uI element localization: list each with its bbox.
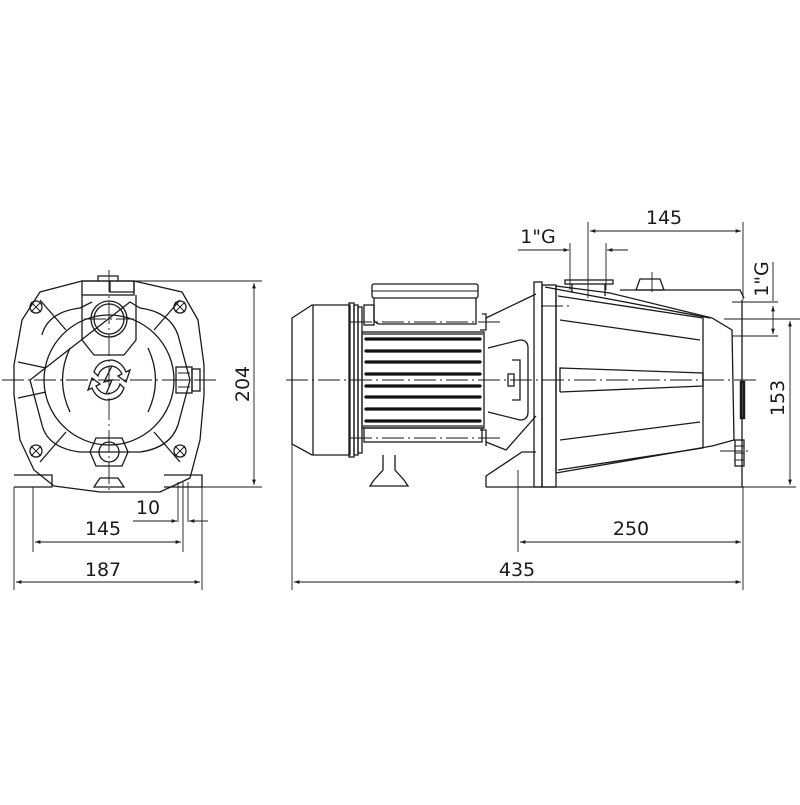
- front-dimensions: 204 10 145 187: [13, 280, 262, 590]
- corner-bolts: [29, 300, 187, 458]
- cooling-fins: [364, 337, 482, 423]
- front-view: [2, 270, 216, 493]
- dim-foot-width-10: 10: [136, 497, 160, 519]
- dim-height-204: 204: [232, 366, 254, 402]
- dim-foot-spacing-145: 145: [85, 518, 121, 540]
- dim-overall-length-435: 435: [499, 559, 535, 581]
- side-view: [286, 272, 758, 488]
- terminal-box: [363, 283, 479, 326]
- dim-base-length-250: 250: [613, 518, 649, 540]
- side-dimensions: 145 1"G 1"G 153 250 435: [291, 207, 800, 590]
- dim-overall-width-187: 187: [85, 559, 121, 581]
- dim-center-height-153: 153: [767, 380, 789, 416]
- dim-suction-to-end-145: 145: [646, 207, 682, 229]
- dim-side-port-1g: 1"G: [751, 261, 773, 297]
- dim-top-port-1g: 1"G: [520, 226, 556, 248]
- motor-foot: [368, 455, 410, 487]
- pump-housing: [555, 285, 735, 474]
